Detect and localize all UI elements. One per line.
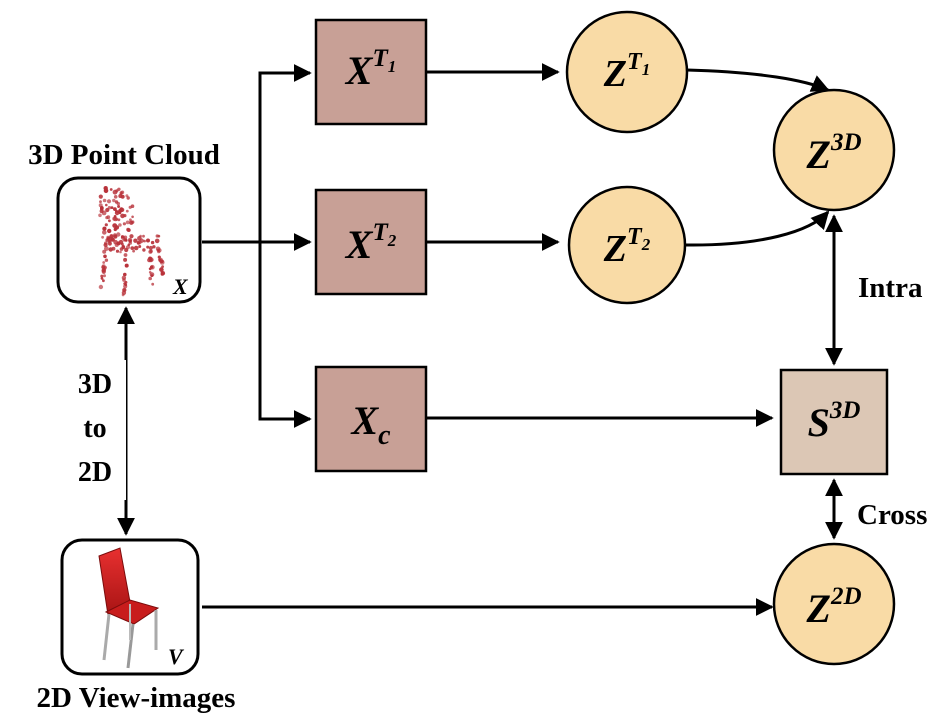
point-cloud-variable: X [172,274,189,299]
svg-text:Z3D: Z3D [806,129,862,177]
cross-label: Cross [857,499,927,531]
node-xt1-base: X [344,48,374,93]
node-zt1: ZT1 [565,10,689,134]
node-s3d: S3D [779,368,889,476]
conversion-label-line2: to [83,413,106,444]
node-z2d-sup: 2D [830,583,862,610]
intra-label: Intra [858,272,923,304]
edge-x-to-xt1 [258,64,312,242]
svg-text:ZT1: ZT1 [603,49,650,95]
svg-text:XT2: XT2 [344,219,397,267]
node-zt2-sup: T [627,224,643,250]
view-image-panel: V [60,538,200,676]
node-zt2-base: Z [603,228,627,270]
node-zt1-sub: 1 [642,60,651,79]
edge-zt1-to-z3d [686,68,830,92]
node-s3d-base: S [808,400,830,445]
node-xt2-base: X [344,222,374,267]
node-z2d: Z2D [772,542,896,666]
node-xt1-sub: 1 [388,57,397,76]
view-image-variable: V [168,644,185,669]
node-z3d: Z3D [772,88,896,212]
node-zt1-base: Z [603,53,627,95]
node-xc-sub: c [378,420,391,451]
edge-x-to-xc [258,242,312,428]
node-z3d-sup: 3D [830,129,862,156]
conversion-label-bg [66,360,126,500]
edge-zt2-to-z3d [684,210,830,247]
node-xt1: XT1 [314,18,428,126]
node-s3d-sup: 3D [829,397,861,424]
node-z3d-base: Z [806,132,831,177]
svg-text:XT1: XT1 [344,45,396,93]
node-xc: Xc [314,365,428,473]
view-images-title: 2D View-images [37,682,236,714]
conversion-label-line1: 3D [78,369,112,400]
node-xt2-sub: 2 [387,231,397,250]
node-zt2-sub: 2 [641,235,651,254]
svg-text:S3D: S3D [808,397,861,445]
node-xt1-sup: T [372,45,389,72]
point-cloud-chair-icon [98,186,166,297]
node-xc-base: X [349,398,379,443]
conversion-label-line3: 2D [78,457,112,488]
svg-text:Z2D: Z2D [806,583,862,631]
node-z2d-base: Z [806,586,831,631]
node-xt2-sup: T [372,219,389,246]
svg-text:ZT2: ZT2 [603,224,651,270]
point-cloud-title: 3D Point Cloud [28,139,220,171]
branch-connectors [202,64,312,428]
red-chair-icon [98,547,160,669]
svg-text:Xc: Xc [349,398,391,451]
node-xt2: XT2 [314,188,428,296]
node-zt2: ZT2 [567,185,687,305]
point-cloud-panel: X [56,176,202,304]
node-zt1-sup: T [627,49,643,75]
